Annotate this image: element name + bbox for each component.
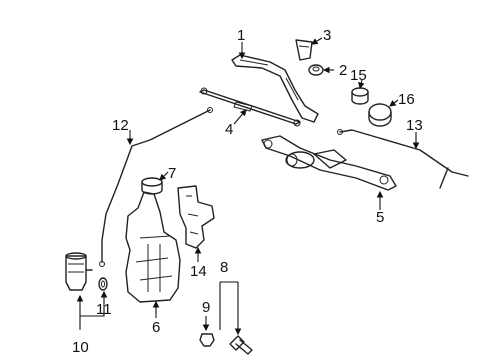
callout-11: 11 [96, 301, 112, 318]
pump-grommet [98, 277, 108, 291]
arm-nut [308, 64, 324, 76]
arm-cap [295, 39, 313, 61]
washer-reservoir [125, 191, 181, 303]
reservoir-bolt [229, 335, 253, 355]
callout-10: 10 [72, 339, 89, 356]
pivot-cap [368, 103, 392, 127]
washer-pump [65, 252, 93, 291]
wiper-arm [231, 54, 319, 123]
callout-labels: 1 2 3 4 5 6 7 8 9 10 11 12 13 14 15 16 [72, 27, 423, 356]
callout-13: 13 [406, 117, 423, 134]
washer-hose-cowl [337, 129, 469, 189]
callout-2: 2 [339, 62, 347, 79]
washer-hose-upper [99, 107, 213, 267]
wiper-blade [199, 87, 301, 127]
wiper-motor-linkage [261, 135, 397, 191]
callout-4: 4 [225, 121, 233, 138]
reservoir-bracket [177, 185, 215, 249]
callout-12: 12 [112, 117, 129, 134]
callout-7: 7 [168, 165, 176, 182]
reservoir-nut [199, 333, 215, 347]
leader-lines [76, 37, 420, 334]
pivot-nut [351, 87, 369, 105]
callout-5: 5 [376, 209, 384, 226]
callout-9: 9 [202, 299, 210, 316]
callout-3: 3 [323, 27, 331, 44]
callout-1: 1 [237, 27, 245, 44]
callout-6: 6 [152, 319, 160, 336]
callout-16: 16 [398, 91, 415, 108]
callout-14: 14 [190, 263, 207, 280]
callout-15: 15 [350, 67, 367, 84]
callout-8: 8 [220, 259, 228, 276]
